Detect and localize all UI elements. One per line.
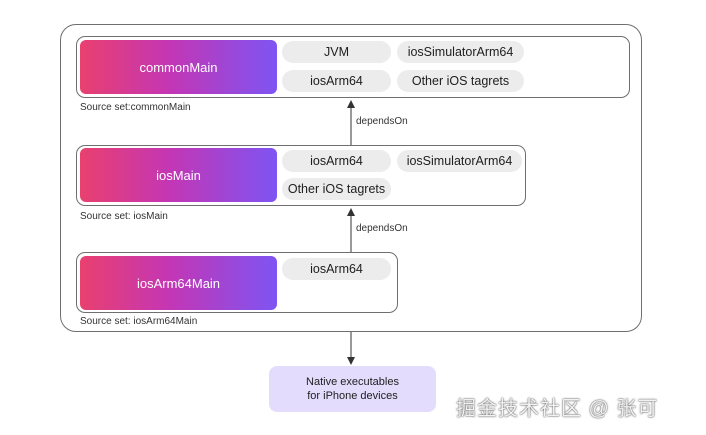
- target-ios-arm64: iosArm64: [282, 258, 391, 280]
- target-other-ios: Other iOS tagrets: [282, 178, 391, 200]
- commonmain-caption: Source set:commonMain: [80, 102, 191, 113]
- depends-on-label-2: dependsOn: [356, 223, 408, 234]
- commonmain-source-set: commonMain: [80, 40, 277, 94]
- depends-on-label-1: dependsOn: [356, 116, 408, 127]
- iosarm64main-source-set: iosArm64Main: [80, 256, 277, 310]
- native-executables-box: Native executables for iPhone devices: [269, 366, 436, 412]
- iosarm64main-caption: Source set: iosArm64Main: [80, 316, 198, 327]
- target-ios-simulator-arm64: iosSimulatorArm64: [397, 41, 524, 63]
- target-ios-arm64: iosArm64: [282, 70, 391, 92]
- target-ios-simulator-arm64: iosSimulatorArm64: [397, 150, 522, 172]
- target-jvm: JVM: [282, 41, 391, 63]
- native-line-1: Native executables: [306, 376, 399, 388]
- target-other-ios: Other iOS tagrets: [397, 70, 524, 92]
- iosmain-source-set: iosMain: [80, 148, 277, 202]
- hierarchy-container: [60, 24, 642, 332]
- target-ios-arm64: iosArm64: [282, 150, 391, 172]
- iosmain-caption: Source set: iosMain: [80, 211, 168, 222]
- native-line-2: for iPhone devices: [307, 390, 398, 402]
- watermark: 掘金技术社区 @ 张可: [456, 398, 659, 420]
